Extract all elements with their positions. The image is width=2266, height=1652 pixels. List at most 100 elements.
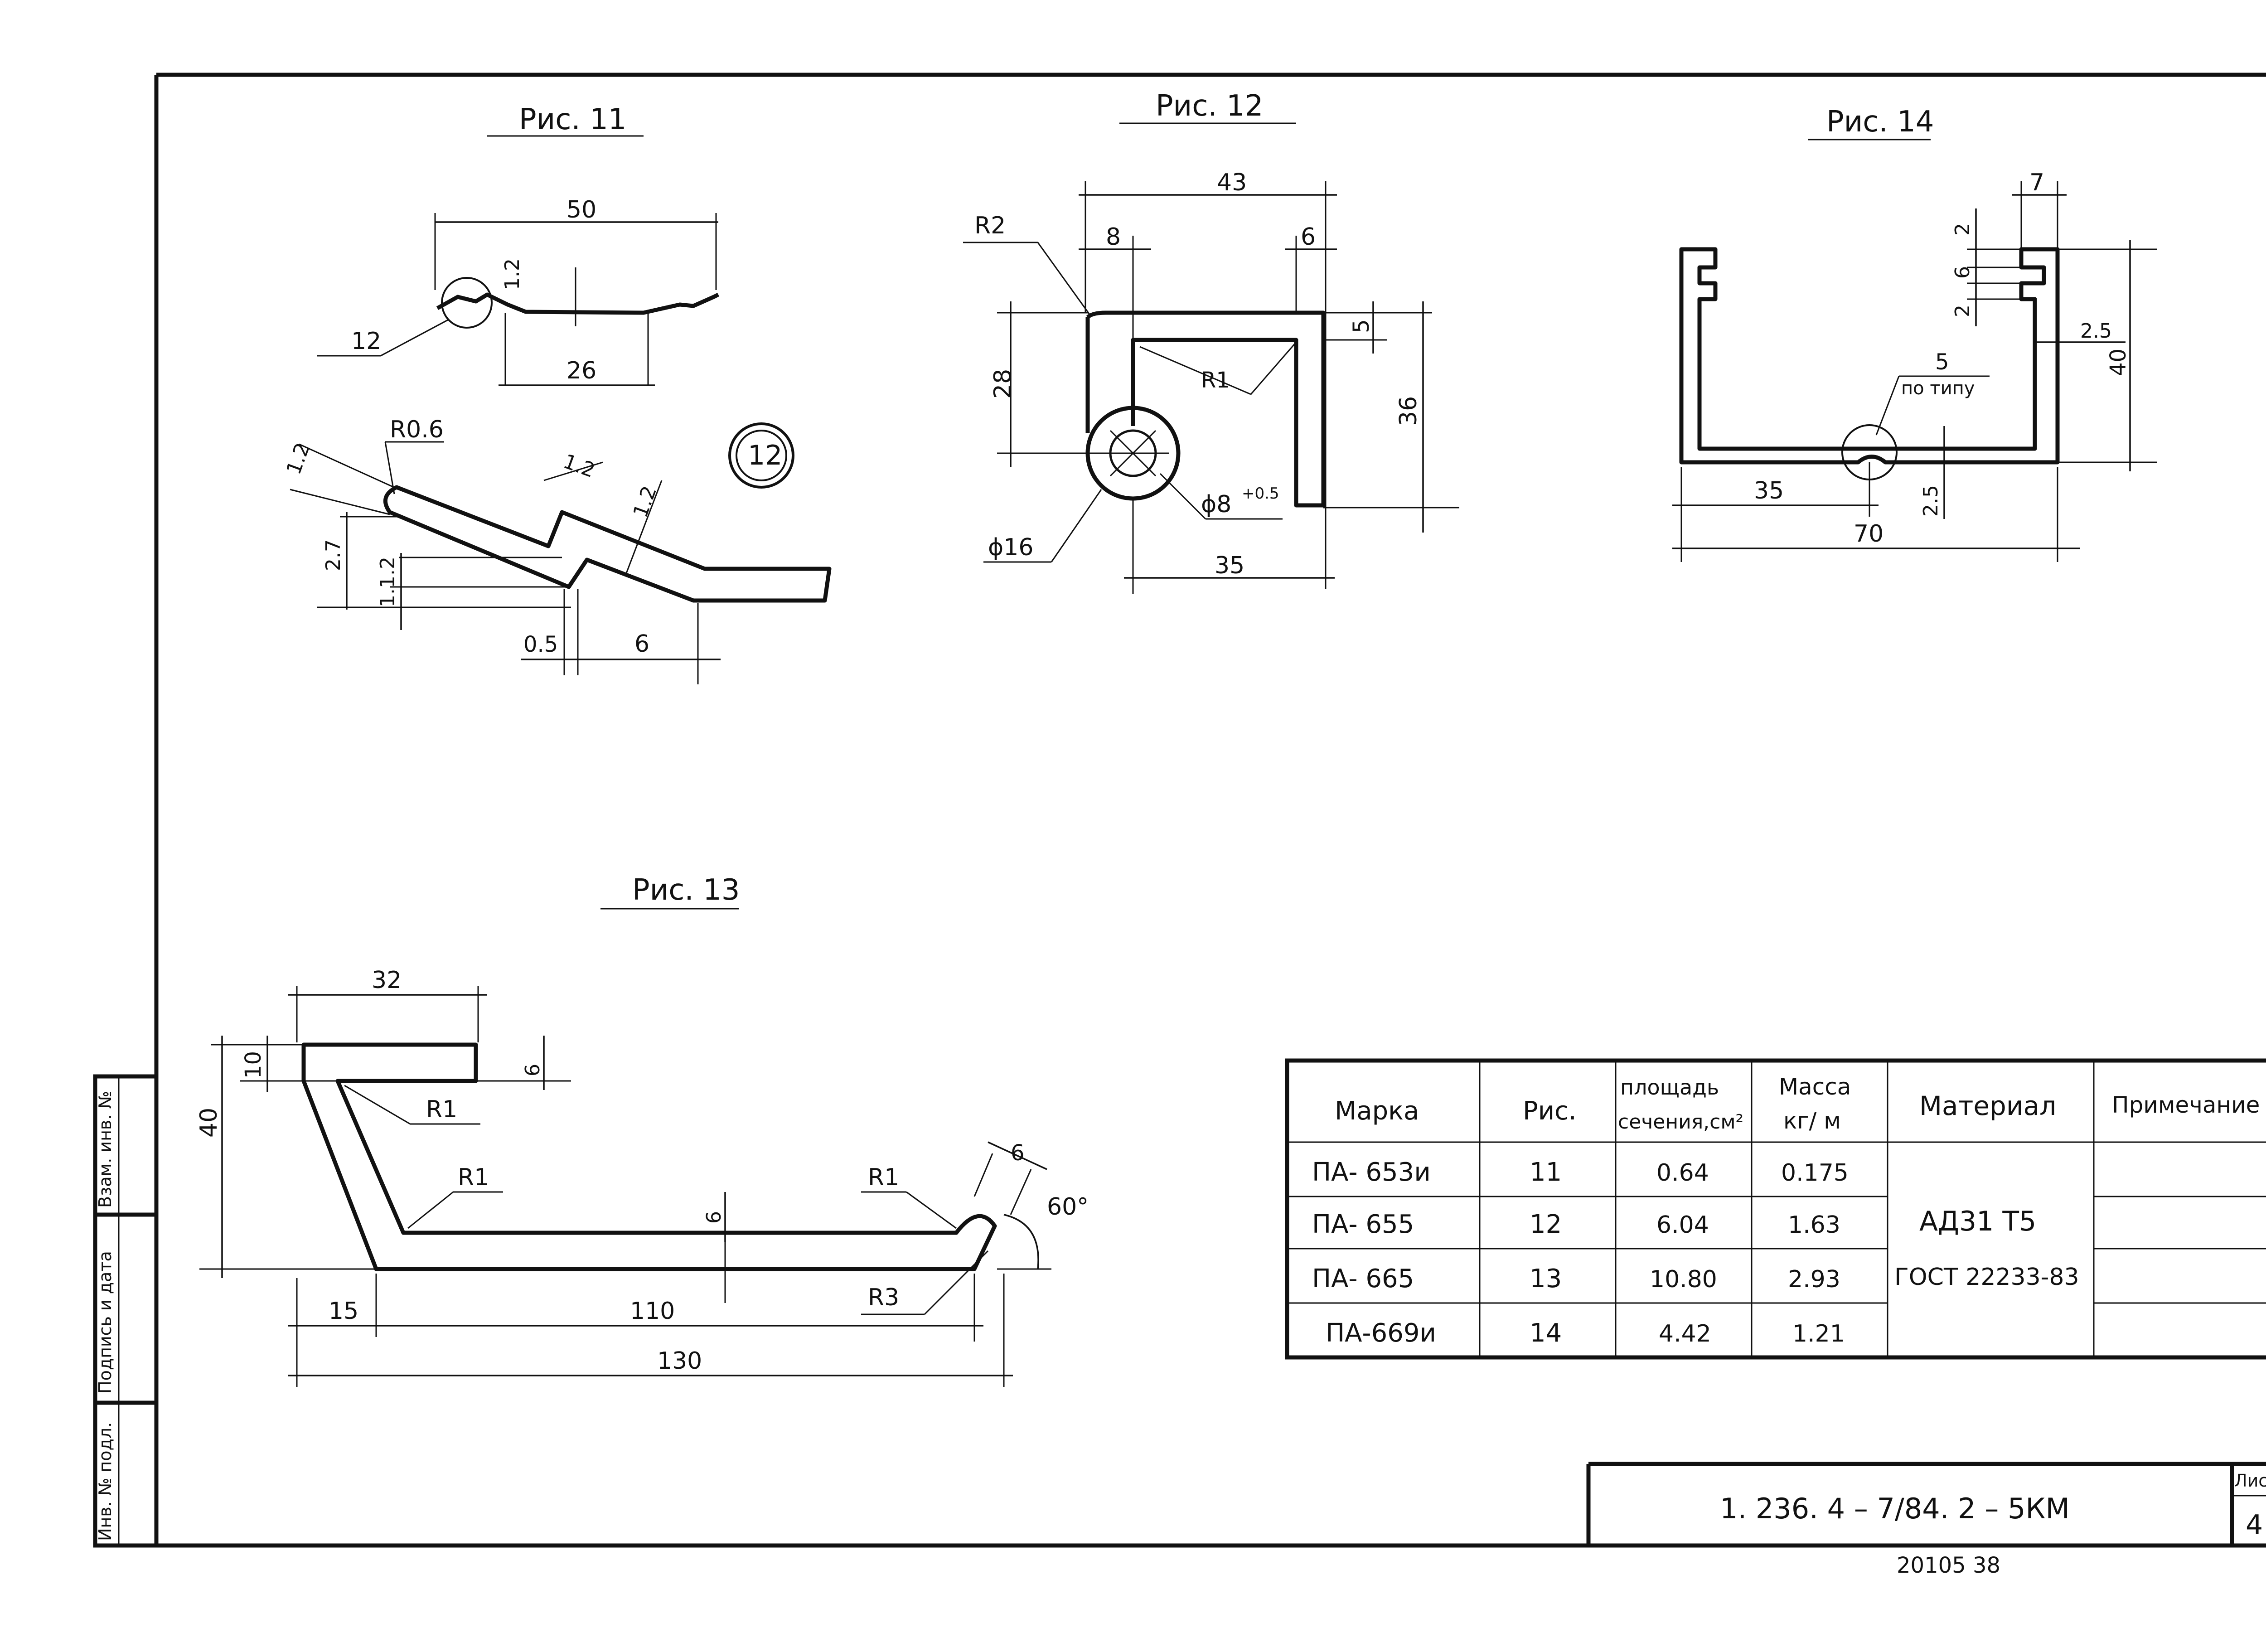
sheet-number: 4 <box>2246 1509 2263 1541</box>
fig14-dim-25a: 2.5 <box>2080 320 2112 343</box>
fig14-dim-35: 35 <box>1754 477 1784 504</box>
sheet-frame <box>95 73 2266 1548</box>
fig13-dim-6tip: 6 <box>1011 1140 1025 1166</box>
fig12-dim-phi8: ϕ8 <box>1201 491 1231 518</box>
document-code: 1. 236. 4 – 7/84. 2 – 5КМ <box>1720 1492 2070 1525</box>
row4-mass: 1.21 <box>1792 1320 1845 1347</box>
fig11-callout: 12 <box>748 440 782 471</box>
fig11-profile-detail <box>383 485 832 603</box>
row4-ris: 14 <box>1530 1318 1562 1348</box>
fig13-title: Рис. 13 <box>632 873 740 907</box>
fig12-profile <box>1085 310 1326 508</box>
fig11-dim-6: 6 <box>634 630 649 658</box>
hdr-ris: Рис. <box>1523 1096 1577 1126</box>
row1-ris: 11 <box>1530 1158 1562 1187</box>
fig14-dim-40: 40 <box>2106 349 2131 376</box>
fig12-dim-6: 6 <box>1301 223 1316 251</box>
fig13-dim-10: 10 <box>241 1051 266 1079</box>
fig14-dim-7: 7 <box>2029 169 2044 196</box>
fig13-dim-110: 110 <box>630 1298 675 1325</box>
row4-marka: ПА-669и <box>1326 1318 1436 1348</box>
fig11-dim-26: 26 <box>566 357 596 384</box>
fig11-dim-112: 1.1.2 <box>376 557 399 607</box>
hdr-mass-2: кг/ м <box>1783 1108 1841 1134</box>
table-row: ПА-669и 14 4.42 1.21 <box>1326 1318 1845 1348</box>
figure-13: Рис. 13 32 10 40 6 R1 R1 6 R1 6 60° <box>195 873 1089 1387</box>
figure-14: Рис. 14 7 2 6 2 40 2.5 5 по типу 35 2.5 … <box>1672 105 2157 562</box>
fig11-dim-12c: 1.2 <box>629 483 661 521</box>
sheet-label: Лис <box>2234 1471 2266 1491</box>
row2-ris: 12 <box>1530 1210 1562 1239</box>
fig13-dim-130: 130 <box>657 1347 702 1375</box>
fig12-dim-tol: +0.5 <box>1242 484 1279 503</box>
fig12-dim-5: 5 <box>1349 319 1374 333</box>
hdr-area-2: сечения,см² <box>1618 1110 1743 1134</box>
hdr-marka: Марка <box>1335 1096 1419 1126</box>
row1-mass: 0.175 <box>1781 1159 1849 1187</box>
fig13-dim-32: 32 <box>372 967 402 994</box>
material-line2: ГОСТ 22233-83 <box>1894 1264 2079 1291</box>
figure-12: Рис. 12 43 8 6 R2 28 5 36 R1 <box>963 89 1459 594</box>
stamp-vzam: Взам. инв. № <box>95 1091 115 1208</box>
fig12-dim-phi16: ϕ16 <box>988 534 1033 561</box>
bottom-number: 20105 38 <box>1897 1553 2000 1578</box>
row3-mass: 2.93 <box>1788 1266 1840 1293</box>
stamp-podpis: Подпись и дата <box>95 1251 115 1394</box>
fig11-dim-05: 0.5 <box>523 632 558 657</box>
row3-area: 10.80 <box>1650 1266 1717 1293</box>
hdr-mass-1: Масса <box>1779 1074 1851 1100</box>
fig13-dim-angle: 60° <box>1047 1193 1089 1221</box>
row1-area: 0.64 <box>1656 1159 1709 1187</box>
fig14-label-potipu: по типу <box>1901 378 1975 399</box>
fig11-ref-12: 12 <box>351 328 381 355</box>
row2-mass: 1.63 <box>1788 1211 1840 1239</box>
side-stamp: Инв. № подл. Подпись и дата Взам. инв. № <box>93 1074 159 1548</box>
fig14-dim-25b: 2.5 <box>1919 485 1942 517</box>
fig11-dim-27: 2.7 <box>322 539 345 571</box>
fig14-dim-5: 5 <box>1935 349 1949 375</box>
table-row: ПА- 655 12 6.04 1.63 <box>1312 1210 1840 1239</box>
fig12-title: Рис. 12 <box>1156 89 1264 123</box>
row3-ris: 13 <box>1530 1264 1562 1294</box>
fig13-profile <box>301 1042 997 1271</box>
fig12-dim-r1: R1 <box>1201 368 1230 393</box>
fig13-dim-6mid: 6 <box>702 1211 726 1224</box>
hdr-material: Материал <box>1919 1090 2056 1121</box>
fig12-dim-35: 35 <box>1215 552 1244 579</box>
fig12-dim-28: 28 <box>989 369 1017 399</box>
figure-11: Рис. 11 50 26 1.2 12 12 R0.6 1.2 1.2 1.2 <box>282 103 832 684</box>
fig14-dim-70: 70 <box>1854 520 1883 547</box>
fig13-dim-r1a: R1 <box>426 1096 457 1123</box>
fig13-dim-40: 40 <box>195 1108 223 1138</box>
material-line1: АД31 Т5 <box>1919 1206 2036 1237</box>
fig13-dim-15: 15 <box>329 1298 358 1325</box>
fig12-dim-36: 36 <box>1395 396 1422 426</box>
row1-marka: ПА- 653и <box>1312 1158 1431 1187</box>
hdr-area-1: площадь <box>1620 1075 1719 1100</box>
table-row: ПА- 653и 11 0.64 0.175 <box>1312 1158 1849 1187</box>
fig14-dim-2a: 2 <box>1951 223 1974 236</box>
spec-table: Марка Рис. площадь сечения,см² Масса кг/… <box>1285 1058 2266 1360</box>
fig14-dim-2b: 2 <box>1951 305 1974 317</box>
fig13-dim-6top: 6 <box>521 1064 544 1076</box>
fig14-dim-6: 6 <box>1951 266 1974 279</box>
fig11-dim-50: 50 <box>566 196 596 223</box>
fig11-title: Рис. 11 <box>519 103 627 136</box>
fig11-dim-radius: R0.6 <box>390 416 444 443</box>
fig11-dim-12: 1.2 <box>501 258 524 290</box>
fig12-dim-8: 8 <box>1106 223 1121 251</box>
fig12-dim-r2: R2 <box>974 212 1006 239</box>
fig13-dim-r1c: R1 <box>868 1164 899 1191</box>
fig14-title: Рис. 14 <box>1826 105 1934 139</box>
fig14-profile <box>1679 247 2060 465</box>
row2-area: 6.04 <box>1656 1211 1709 1239</box>
title-block: 1. 236. 4 – 7/84. 2 – 5КМ Лис 4 20105 38 <box>1586 1462 2266 1578</box>
fig11-dim-12a: 1.2 <box>282 440 315 478</box>
fig12-dim-43: 43 <box>1217 169 1247 196</box>
fig13-dim-r3: R3 <box>868 1284 899 1311</box>
table-row: ПА- 665 13 10.80 2.93 <box>1312 1264 1840 1294</box>
stamp-inv-podl: Инв. № подл. <box>95 1422 115 1541</box>
row4-area: 4.42 <box>1659 1320 1711 1347</box>
row2-marka: ПА- 655 <box>1312 1210 1414 1239</box>
